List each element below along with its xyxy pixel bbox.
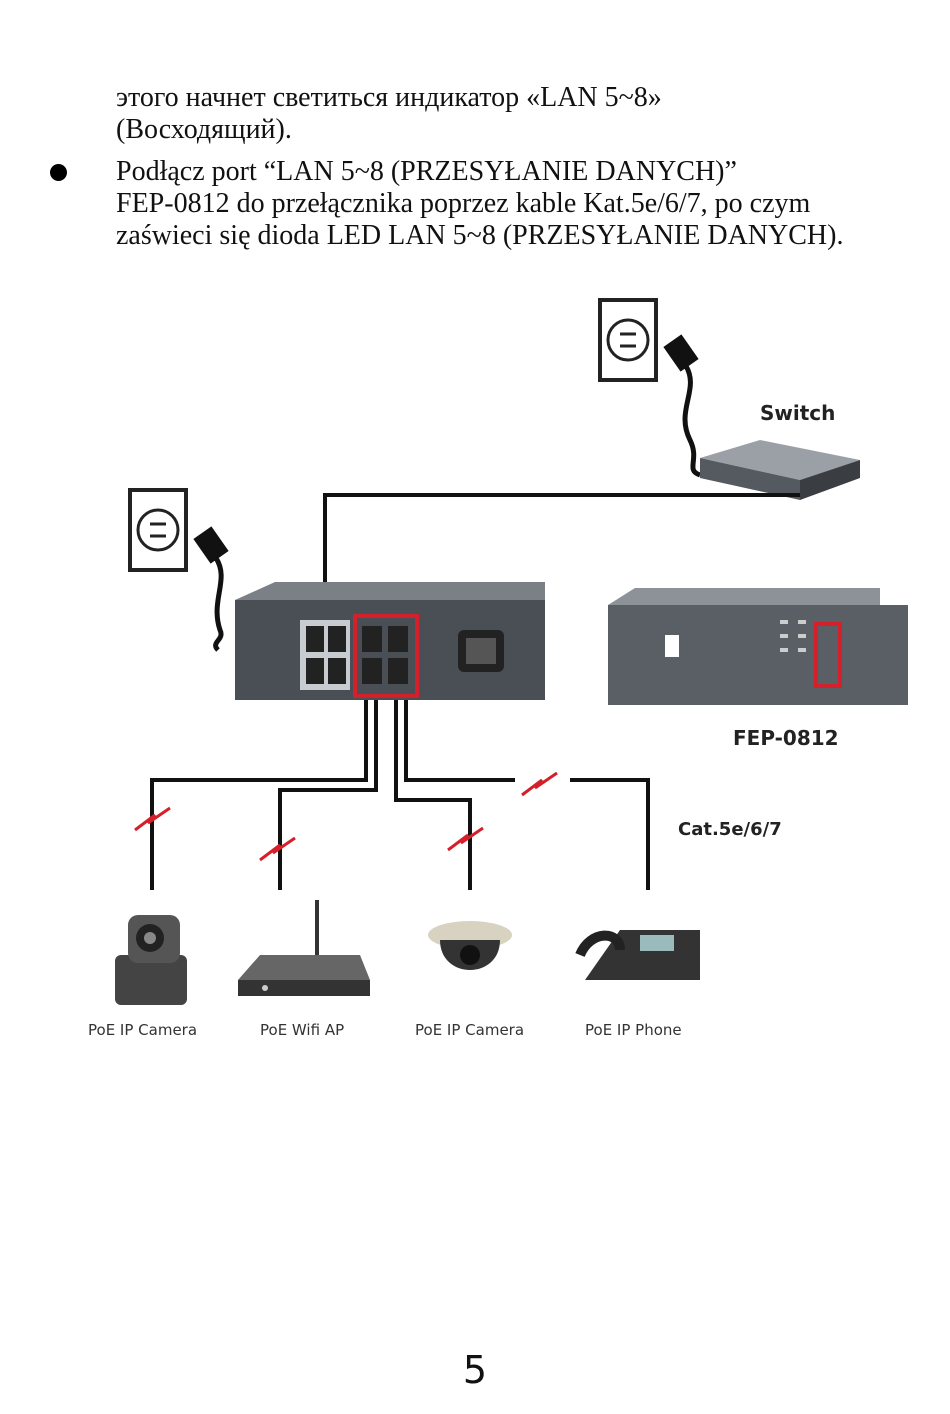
- lan-highlight-box: [353, 614, 419, 698]
- dome-camera-icon: [428, 921, 512, 970]
- cable-label: Cat.5e/6/7: [678, 819, 782, 840]
- ip-phone-icon: [575, 930, 700, 980]
- switch-label: Switch: [760, 401, 835, 425]
- network-diagram: Switch: [88, 298, 908, 1039]
- cables: [150, 700, 650, 890]
- camera-icon: [115, 915, 187, 1005]
- wall-outlet-icon: [128, 488, 188, 572]
- device-caption: PoE Wifi AP: [260, 1021, 344, 1039]
- wall-outlet-icon: [598, 298, 658, 382]
- text-line: (Восходящий).: [116, 114, 292, 145]
- text-line: zaświeci się dioda LED LAN 5~8 (PRZESYŁA…: [116, 220, 844, 251]
- text-line: Podłącz port “LAN 5~8 (PRZESYŁANIE DANYC…: [116, 156, 737, 187]
- power-plug-icon: [663, 334, 702, 478]
- bullet-icon: [50, 164, 67, 181]
- wifi-router-icon: [238, 900, 370, 996]
- text-line: FEP-0812 do przełącznika poprzez kable K…: [116, 188, 811, 219]
- page-number: 5: [462, 1348, 488, 1392]
- signal-icon: [134, 771, 558, 862]
- device-caption: PoE IP Camera: [88, 1021, 197, 1039]
- fep-0812-label: FEP-0812: [733, 726, 839, 750]
- switch-icon: [700, 440, 860, 500]
- bullet-text: Podłącz port “LAN 5~8 (PRZESYŁANIE DANYC…: [116, 156, 916, 252]
- fep-0812-back-icon: [235, 582, 545, 700]
- device-caption: PoE IP Phone: [585, 1021, 682, 1039]
- top-paragraph: этого начнет светиться индикатор «LAN 5~…: [116, 82, 916, 146]
- fep-0812-front-icon: [608, 588, 908, 705]
- device-caption: PoE IP Camera: [415, 1021, 524, 1039]
- led-highlight-box: [814, 622, 842, 688]
- text-line: этого начнет светиться индикатор «LAN 5~…: [116, 82, 662, 113]
- power-plug-icon: [193, 526, 229, 652]
